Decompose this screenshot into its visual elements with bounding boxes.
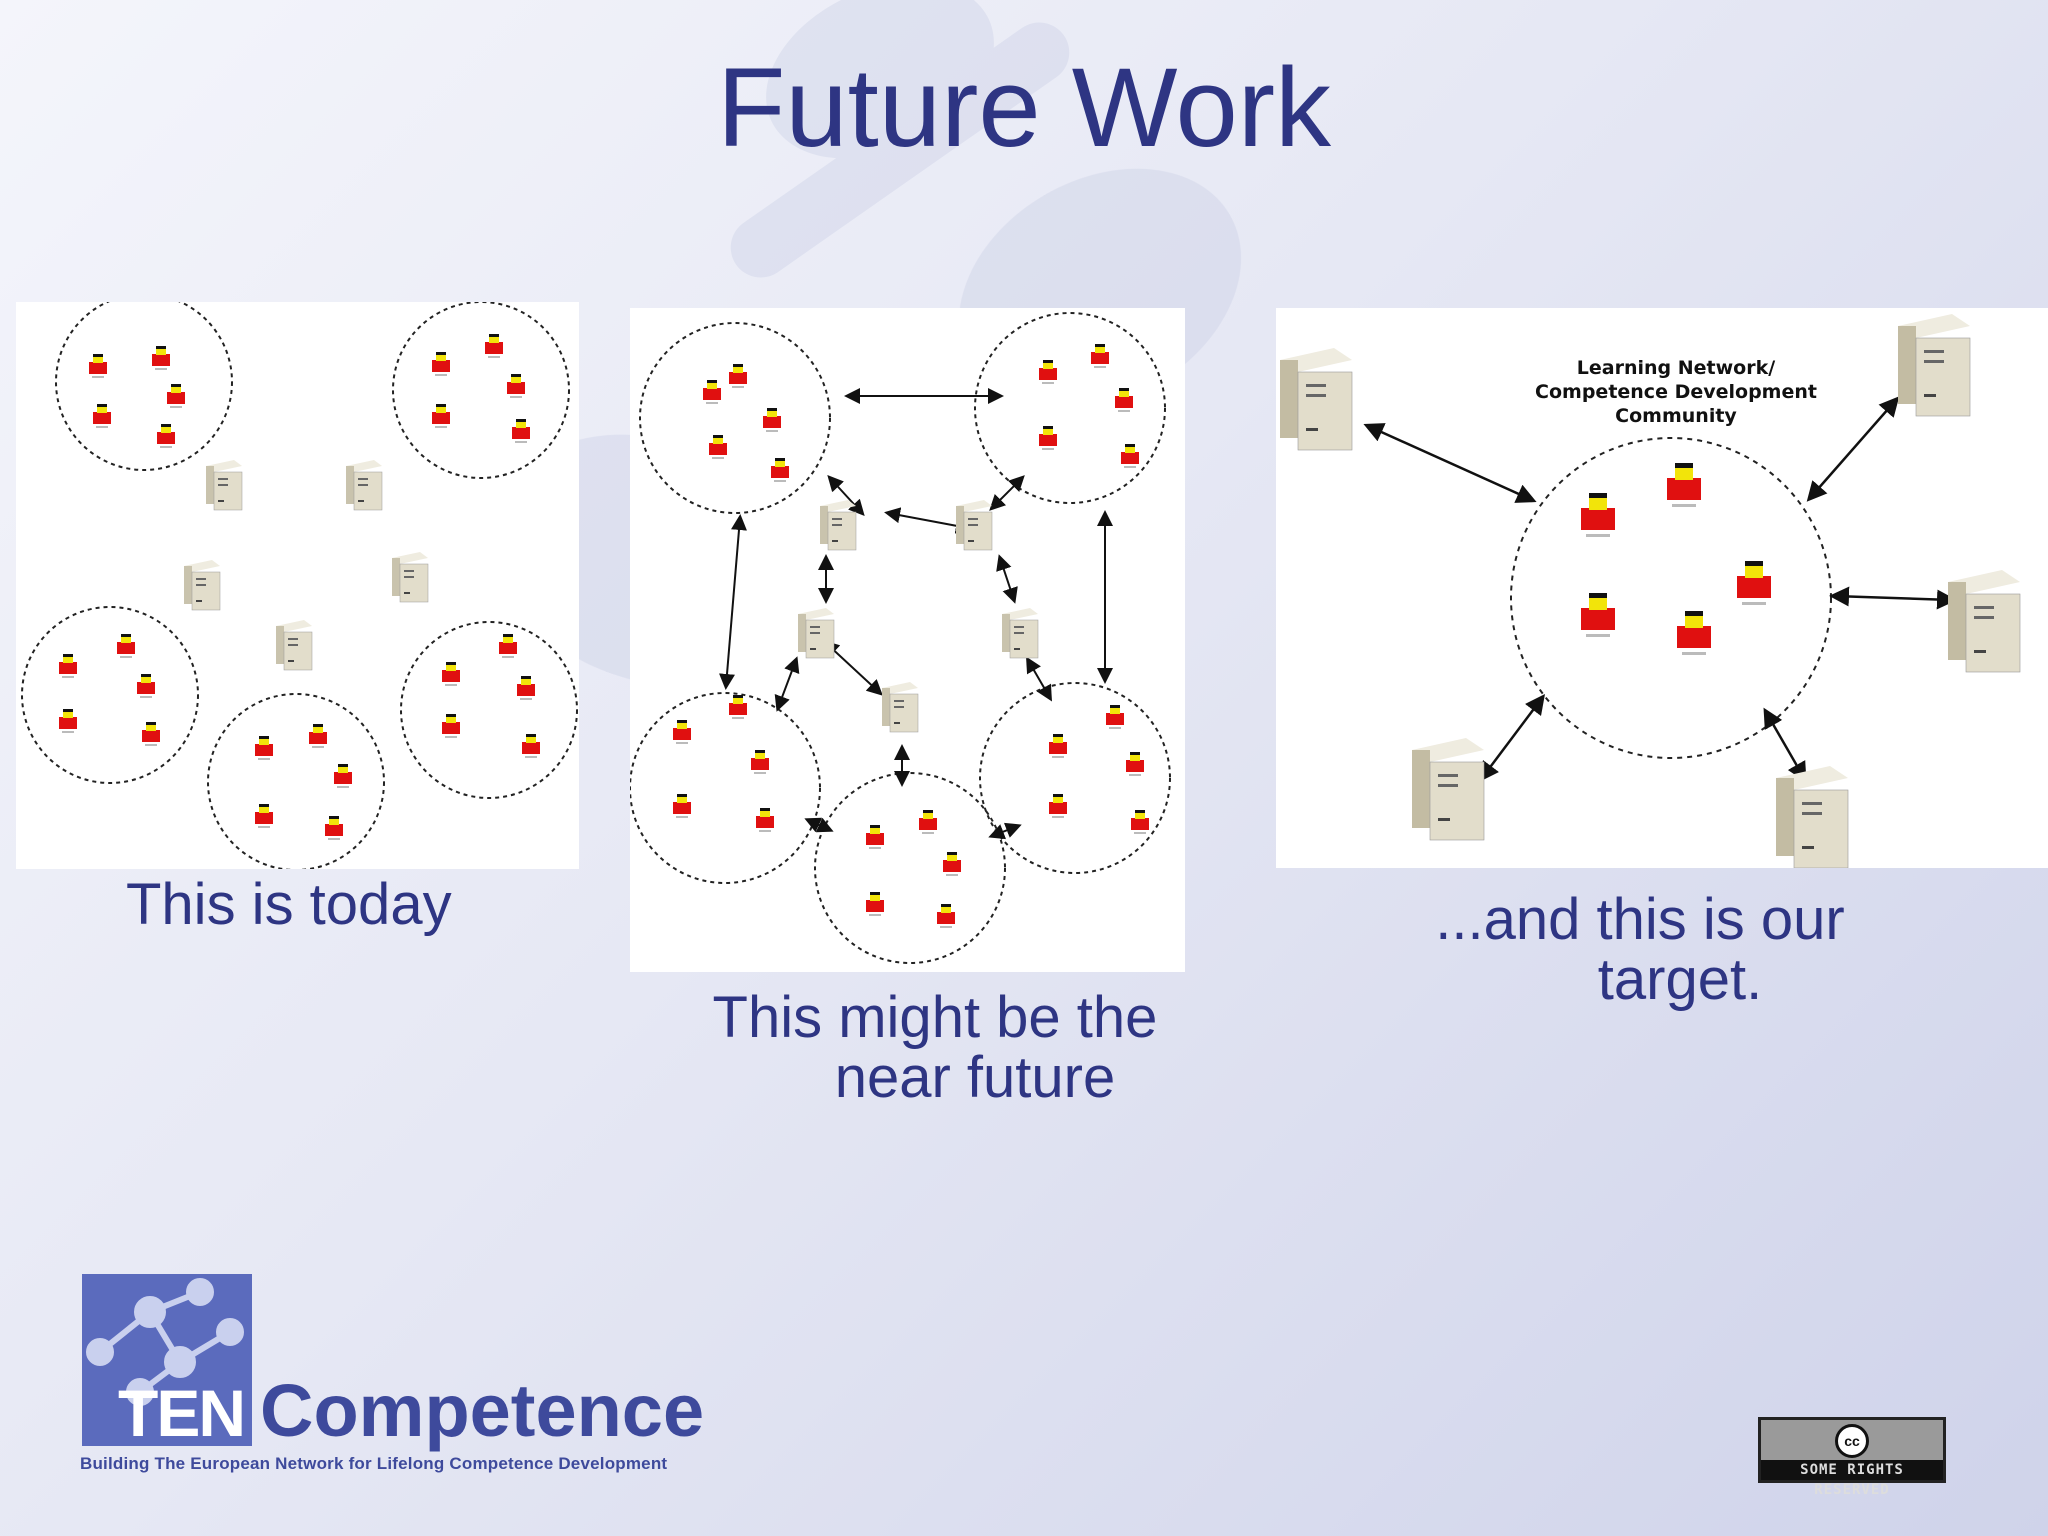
person-icon xyxy=(673,344,1149,928)
caption-line: target. xyxy=(1597,947,1763,1012)
person-icon xyxy=(59,334,540,840)
caption-line: This might be the xyxy=(712,985,1158,1050)
diagram-near-future xyxy=(630,308,1185,972)
diagram-label: Learning Network/ xyxy=(1577,357,1775,379)
server-icon xyxy=(797,499,1039,733)
logo-competence-text: Competence xyxy=(260,1369,705,1452)
slide-title: Future Work xyxy=(716,45,1332,170)
caption-near-future: This might be the near future xyxy=(650,988,1220,1108)
caption-line: ...and this is our xyxy=(1435,887,1845,952)
caption-today: This is today xyxy=(90,875,546,935)
diagram-today xyxy=(16,302,579,869)
ten-competence-logo-mark xyxy=(82,1274,252,1446)
caption-line: This is today xyxy=(126,872,452,937)
caption-target: ...and this is our target. xyxy=(1370,890,1910,1010)
creative-commons-icon: cc xyxy=(1835,1424,1869,1458)
server-icon xyxy=(183,459,429,671)
diagram-target: Learning Network/ Competence Development… xyxy=(1276,308,2048,868)
caption-line: near future xyxy=(834,1045,1116,1110)
person-icon xyxy=(1581,463,1771,655)
diagram-label: Competence Development xyxy=(1535,381,1817,403)
creative-commons-badge[interactable]: cc SOME RIGHTS RESERVED xyxy=(1758,1417,1946,1498)
diagram-label: Community xyxy=(1615,405,1737,427)
license-text: SOME RIGHTS RESERVED xyxy=(1761,1460,1943,1498)
logo-ten-text: TEN xyxy=(118,1376,246,1450)
logo-tagline: Building The European Network for Lifelo… xyxy=(80,1454,668,1473)
